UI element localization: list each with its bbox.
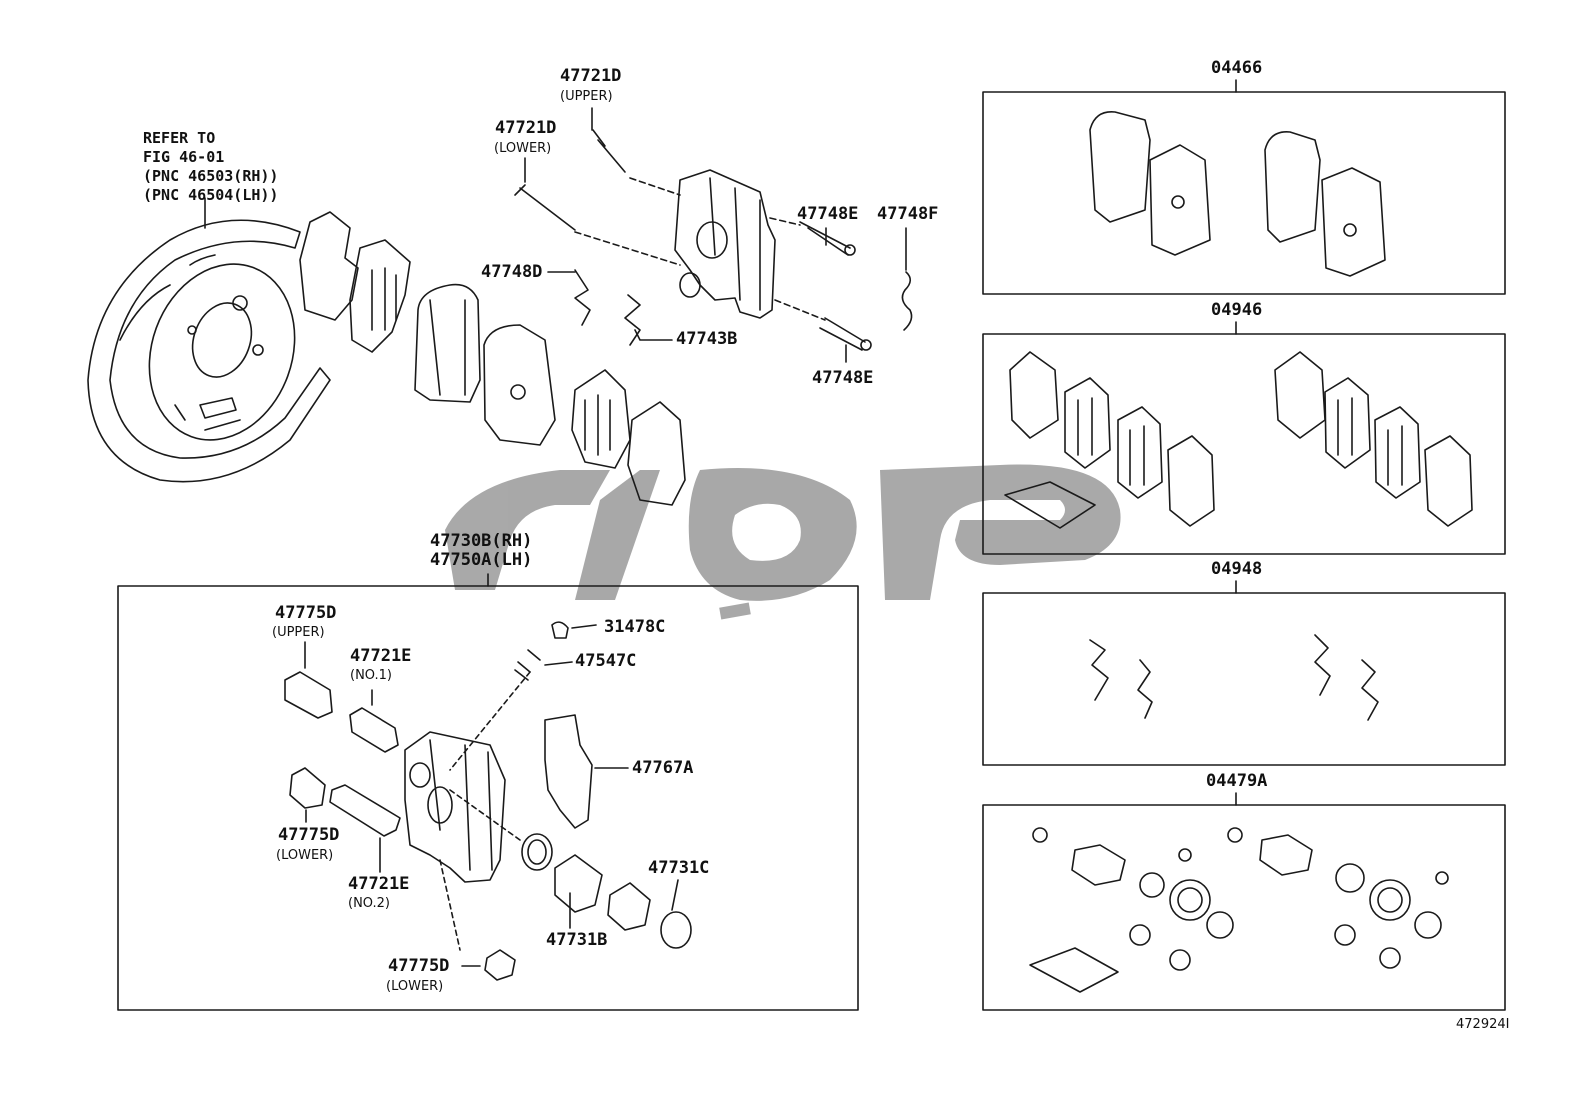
kit-04479a-drawing <box>1029 827 1449 993</box>
refer-note-line4: (PNC 46504(LH)) <box>143 186 279 204</box>
watermark-logo <box>445 464 1121 620</box>
figure-reference: 472924I <box>1456 1017 1510 1032</box>
refer-note-line2: FIG 46-01 <box>143 148 225 166</box>
label-kit-04948[interactable]: 04948 <box>1211 559 1263 579</box>
label-kit-04946[interactable]: 04946 <box>1211 300 1263 320</box>
kit-04946-drawing <box>1004 351 1473 529</box>
leader-lines-upper <box>524 107 907 363</box>
refer-note-line3: (PNC 46503(RH)) <box>143 167 279 185</box>
label-kit-04466[interactable]: 04466 <box>1211 58 1263 78</box>
label-47721d-lower-sub: (LOWER) <box>494 141 552 156</box>
label-47775d-lower2[interactable]: 47775D <box>388 956 450 976</box>
label-47721d-upper[interactable]: 47721D <box>560 66 622 86</box>
refer-note-line1: REFER TO <box>143 129 216 147</box>
label-47721e-no2-sub: (NO.2) <box>348 896 390 911</box>
label-47721d-upper-sub: (UPPER) <box>560 89 613 104</box>
label-47721e-no2[interactable]: 47721E <box>348 874 410 894</box>
label-47775d-lower[interactable]: 47775D <box>278 825 340 845</box>
label-47767a[interactable]: 47767A <box>632 758 694 778</box>
label-kit-04479a[interactable]: 04479A <box>1206 771 1268 791</box>
caliper-upper-drawing <box>514 129 913 351</box>
kit-boxes <box>982 79 1506 1011</box>
kit-04466-drawing <box>1089 111 1386 277</box>
label-47775d-lower2-sub: (LOWER) <box>386 979 444 994</box>
label-47775d-upper[interactable]: 47775D <box>275 603 337 623</box>
label-47748e-top[interactable]: 47748E <box>797 204 859 224</box>
label-47775d-upper-sub: (UPPER) <box>272 625 325 640</box>
label-47775d-lower-sub: (LOWER) <box>276 848 334 863</box>
caliper-assembly-box <box>117 573 859 1011</box>
label-47731b[interactable]: 47731B <box>546 930 608 950</box>
label-47731c[interactable]: 47731C <box>648 858 710 878</box>
label-47750a-lh[interactable]: 47750A(LH) <box>430 550 533 570</box>
backing-plate-drawing <box>87 197 331 483</box>
pad-shims-upper-drawing <box>299 211 686 506</box>
label-47748d[interactable]: 47748D <box>481 262 543 282</box>
label-47748f[interactable]: 47748F <box>877 204 939 224</box>
refer-note: REFER TO FIG 46-01 (PNC 46503(RH)) (PNC … <box>143 110 278 205</box>
label-47721e-no1[interactable]: 47721E <box>350 646 412 666</box>
label-47748e-bottom[interactable]: 47748E <box>812 368 874 388</box>
label-47743b[interactable]: 47743B <box>676 329 738 349</box>
label-31478c[interactable]: 31478C <box>604 617 666 637</box>
label-47721e-no1-sub: (NO.1) <box>350 668 392 683</box>
label-47730b-rh[interactable]: 47730B(RH) <box>430 531 533 551</box>
label-47547c[interactable]: 47547C <box>575 651 637 671</box>
caliper-lower-drawing <box>284 621 692 981</box>
kit-04948-drawing <box>1089 634 1379 721</box>
label-47721d-lower[interactable]: 47721D <box>495 118 557 138</box>
